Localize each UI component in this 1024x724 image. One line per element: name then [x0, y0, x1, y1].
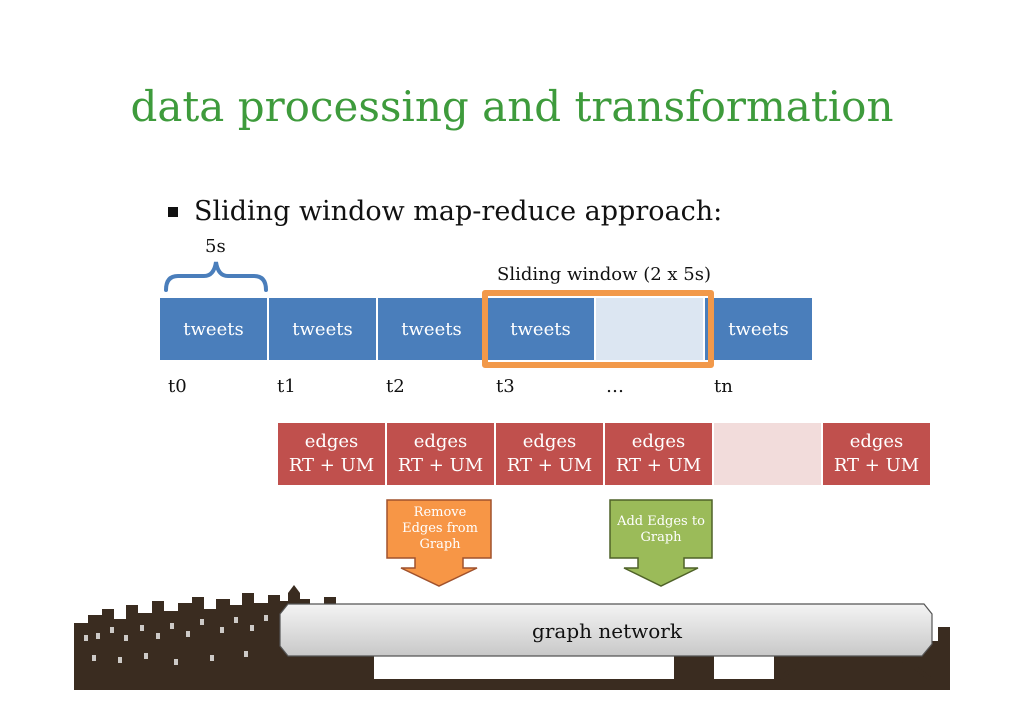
tweet-segment: tweets — [705, 298, 814, 360]
tweet-segments: tweets tweets tweets tweets tweets — [160, 298, 814, 360]
edge-title: edges — [413, 431, 468, 452]
tweet-segment: tweets — [378, 298, 487, 360]
edge-subtitle: RT + UM — [833, 455, 920, 476]
square-bullet-icon — [168, 206, 178, 217]
city-skyline-image — [74, 585, 950, 690]
graph-network-banner — [279, 603, 933, 657]
edge-subtitle: RT + UM — [397, 455, 484, 476]
time-label: t1 — [277, 376, 296, 397]
time-label: t0 — [168, 376, 187, 397]
brace-label: 5s — [205, 236, 226, 257]
remove-edges-label: Remove Edges from Graph — [387, 505, 493, 553]
graph-network-label: graph network — [532, 619, 682, 643]
tweet-segment: tweets — [269, 298, 378, 360]
edge-title: edges — [522, 431, 577, 452]
edge-segment: edges RT + UM — [496, 423, 605, 485]
time-label: … — [606, 376, 624, 397]
edge-subtitle: RT + UM — [288, 455, 375, 476]
add-edges-label: Add Edges to Graph — [610, 514, 712, 546]
edge-subtitle: RT + UM — [615, 455, 702, 476]
tweet-segment: tweets — [160, 298, 269, 360]
slide-title: data processing and transformation — [130, 82, 894, 131]
add-edges-arrow-icon — [609, 499, 713, 587]
time-label: tn — [714, 376, 733, 397]
add-label-line: Add Edges to — [617, 514, 705, 529]
edge-segment: edges RT + UM — [278, 423, 387, 485]
edge-segment: edges RT + UM — [823, 423, 932, 485]
edge-title: edges — [849, 431, 904, 452]
remove-label-line: Graph — [419, 537, 461, 552]
tweet-segment: tweets — [487, 298, 596, 360]
time-label: t2 — [386, 376, 405, 397]
edge-segment: edges RT + UM — [387, 423, 496, 485]
edge-segment-empty — [714, 423, 823, 485]
remove-label-line: Remove — [413, 505, 467, 520]
edge-segments: edges RT + UM edges RT + UM edges RT + U… — [278, 423, 932, 485]
edge-segment: edges RT + UM — [605, 423, 714, 485]
sliding-window-frame — [482, 290, 714, 368]
edge-title: edges — [631, 431, 686, 452]
edge-title: edges — [304, 431, 359, 452]
sliding-window-label: Sliding window (2 x 5s) — [497, 264, 711, 285]
add-label-line: Graph — [640, 530, 682, 545]
curly-brace-icon — [164, 261, 268, 292]
bullet-text: Sliding window map-reduce approach: — [194, 196, 723, 227]
bullet-item: Sliding window map-reduce approach: — [168, 196, 722, 227]
edge-subtitle: RT + UM — [506, 455, 593, 476]
remove-edges-arrow-icon — [386, 499, 492, 587]
time-label: t3 — [496, 376, 515, 397]
tweet-segment-empty — [596, 298, 705, 360]
remove-label-line: Edges from — [402, 521, 478, 536]
